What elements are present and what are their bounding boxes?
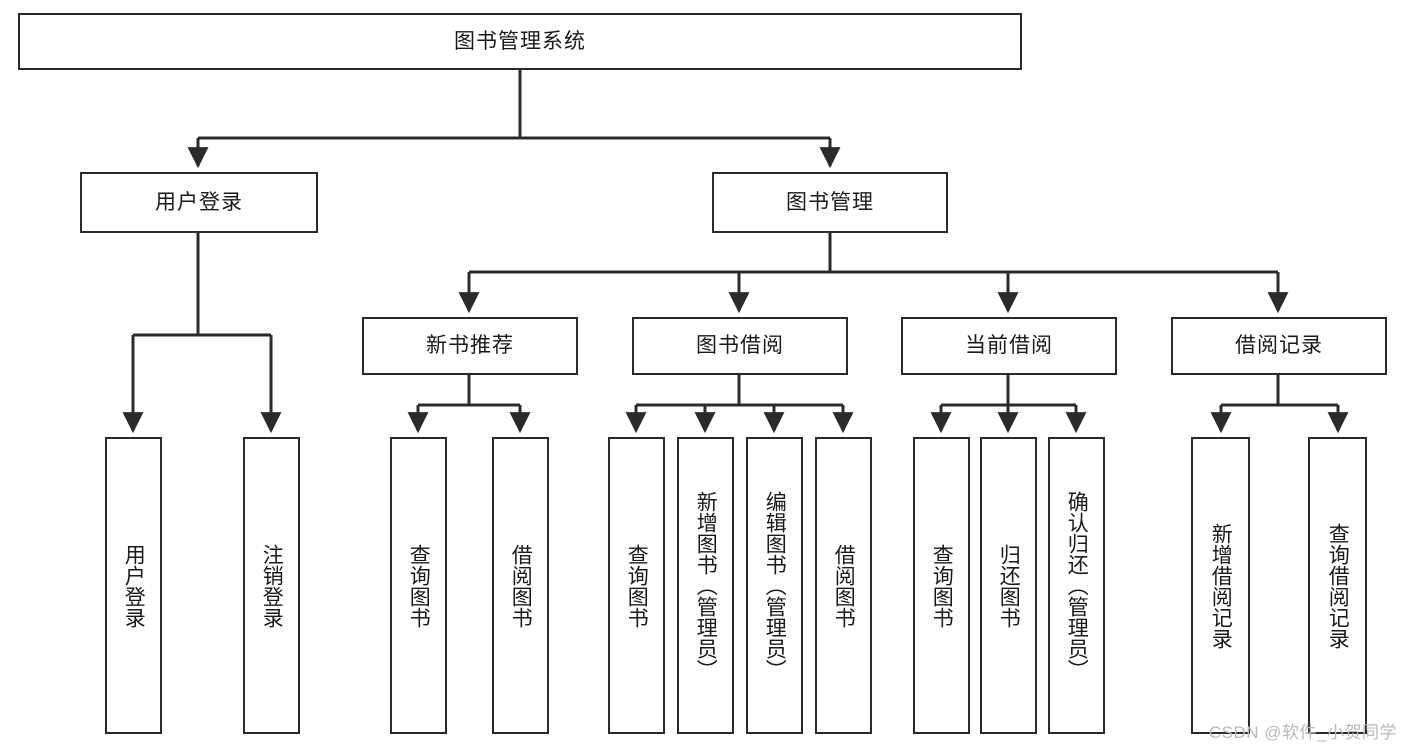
- node-user-login[interactable]: 用户登录: [80, 172, 318, 233]
- node-current-borrow[interactable]: 当前借阅: [901, 317, 1117, 375]
- node-label: 图书管理系统: [454, 29, 586, 53]
- leaf-bb-borrow-book[interactable]: 借阅图书: [815, 437, 872, 734]
- node-label: 图书借阅: [696, 334, 784, 358]
- csdn-watermark: CSDN @软件_小贺同学: [1208, 723, 1397, 742]
- leaf-cb-query-book[interactable]: 查询图书: [913, 437, 970, 734]
- leaf-user-login[interactable]: 用户登录: [105, 437, 162, 734]
- leaf-label: 新增图书（管理员）: [694, 491, 718, 680]
- leaf-label: 新增借阅记录: [1209, 522, 1233, 649]
- leaf-label: 查询图书: [625, 543, 649, 628]
- leaf-label: 借阅图书: [832, 543, 856, 628]
- leaf-label: 查询图书: [930, 543, 954, 628]
- node-root-book-management-system[interactable]: 图书管理系统: [18, 13, 1022, 70]
- leaf-bb-add-book-admin[interactable]: 新增图书（管理员）: [677, 437, 734, 734]
- leaf-br-add-record[interactable]: 新增借阅记录: [1191, 437, 1250, 734]
- leaf-label: 注销登录: [260, 543, 284, 628]
- leaf-label: 借阅图书: [509, 543, 533, 628]
- node-label: 图书管理: [786, 190, 874, 214]
- leaf-label: 查询图书: [407, 543, 431, 628]
- node-label: 新书推荐: [426, 334, 514, 358]
- node-label: 用户登录: [155, 190, 243, 214]
- leaf-label: 查询借阅记录: [1326, 522, 1350, 649]
- leaf-label: 用户登录: [122, 543, 146, 628]
- leaf-cb-confirm-return-admin[interactable]: 确认归还（管理员）: [1048, 437, 1105, 734]
- leaf-bb-query-book[interactable]: 查询图书: [608, 437, 665, 734]
- node-label: 借阅记录: [1235, 334, 1323, 358]
- node-label: 当前借阅: [965, 334, 1053, 358]
- leaf-nb-borrow-book[interactable]: 借阅图书: [492, 437, 549, 734]
- leaf-nb-query-book[interactable]: 查询图书: [390, 437, 447, 734]
- leaf-br-query-record[interactable]: 查询借阅记录: [1308, 437, 1367, 734]
- node-book-borrow[interactable]: 图书借阅: [632, 317, 848, 375]
- leaf-bb-edit-book-admin[interactable]: 编辑图书（管理员）: [746, 437, 803, 734]
- leaf-label: 归还图书: [997, 543, 1021, 628]
- leaf-cb-return-book[interactable]: 归还图书: [980, 437, 1037, 734]
- leaf-label: 确认归还（管理员）: [1065, 491, 1089, 680]
- leaf-logout[interactable]: 注销登录: [243, 437, 300, 734]
- node-book-management[interactable]: 图书管理: [712, 172, 948, 233]
- node-borrow-record[interactable]: 借阅记录: [1171, 317, 1387, 375]
- node-new-book-recommend[interactable]: 新书推荐: [362, 317, 578, 375]
- leaf-label: 编辑图书（管理员）: [763, 491, 787, 680]
